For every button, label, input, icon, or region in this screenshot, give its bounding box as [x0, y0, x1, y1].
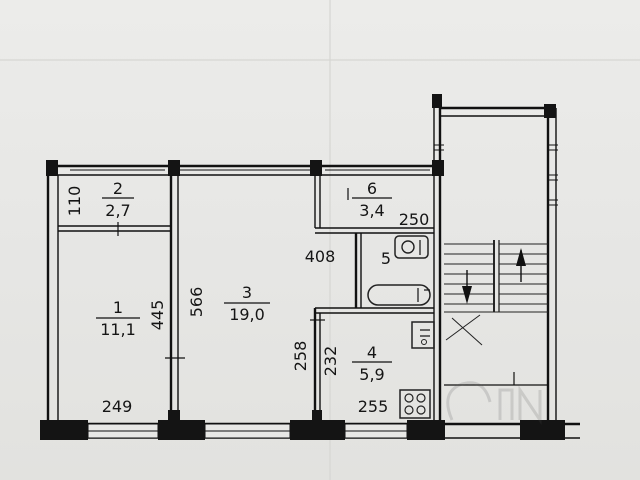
room-3-area: 19,0 [229, 305, 265, 324]
room-4-area: 5,9 [359, 365, 384, 384]
room-1-number: 1 [113, 298, 123, 317]
dimension-110: 110 [65, 186, 84, 217]
watermark [446, 381, 542, 425]
stair-arrow-up-icon [516, 248, 526, 282]
dimension-566: 566 [187, 287, 206, 318]
dimension-408: 408 [305, 247, 336, 266]
dimension-ticks [117, 188, 349, 359]
dimension-249: 249 [102, 397, 133, 416]
room-6-number: 6 [367, 179, 377, 198]
outer-walls [40, 100, 580, 439]
dimension-445: 445 [148, 300, 167, 331]
room-3-number: 3 [242, 283, 252, 302]
bathtub-fixture [367, 284, 431, 306]
interior-walls [58, 175, 434, 420]
dimension-258: 258 [291, 341, 310, 372]
staircase [444, 240, 548, 386]
room-5-number: 5 [381, 249, 391, 268]
dimension-232: 232 [321, 346, 340, 377]
stair-window-marks [434, 144, 558, 206]
windows [87, 423, 408, 439]
room-6-area: 3,4 [359, 201, 384, 220]
dimension-255: 255 [358, 397, 389, 416]
room-2-area: 2,7 [105, 201, 130, 220]
room-1-area: 11,1 [100, 320, 136, 339]
dimension-250: 250 [399, 210, 430, 229]
stove-fixture [399, 389, 431, 419]
kitchen-sink-fixture [411, 321, 435, 349]
sink-fixture [394, 235, 429, 259]
wall-blocks [40, 94, 565, 440]
room-4-number: 4 [367, 343, 377, 362]
room-2-number: 2 [113, 179, 123, 198]
stair-arrow-down-icon [462, 270, 472, 304]
